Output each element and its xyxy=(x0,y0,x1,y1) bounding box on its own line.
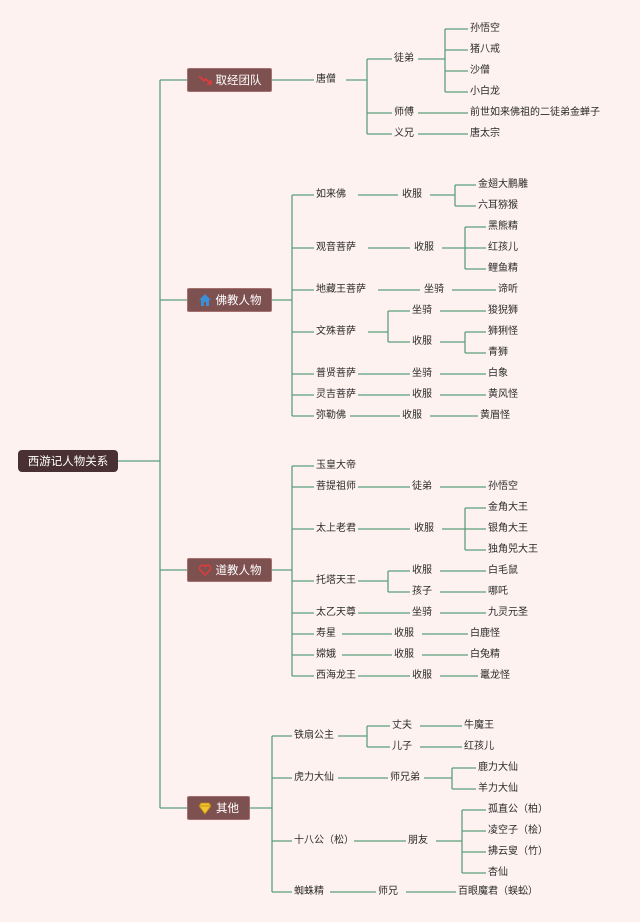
node-target[interactable]: 金翅大鹏雕 xyxy=(478,179,528,191)
relation-label: 义兄 xyxy=(394,128,414,140)
node-target[interactable]: 白兔精 xyxy=(470,649,500,661)
node-target[interactable]: 百眼魔君（蜈蚣） xyxy=(458,886,538,898)
node-target[interactable]: 红孩儿 xyxy=(464,741,494,753)
category-label: 取经团队 xyxy=(215,73,262,87)
node-brother[interactable]: 唐太宗 xyxy=(470,128,500,140)
node-target[interactable]: 牛魔王 xyxy=(464,720,494,732)
node-target[interactable]: 黄风怪 xyxy=(488,389,518,401)
node-wenshu[interactable]: 文殊菩萨 xyxy=(316,326,356,338)
relation-label: 收服 xyxy=(412,389,432,401)
node-change[interactable]: 嫦娥 xyxy=(316,649,336,661)
node-target[interactable]: 杏仙 xyxy=(488,867,508,879)
home-icon xyxy=(198,293,212,307)
node-target[interactable]: 独角兕大王 xyxy=(488,544,538,556)
node-disciple[interactable]: 孙悟空 xyxy=(470,23,500,35)
node-target[interactable]: 鲤鱼精 xyxy=(488,263,518,275)
relation-label: 孩子 xyxy=(412,586,432,598)
relation-label: 师傅 xyxy=(394,107,414,119)
node-target[interactable]: 鹿力大仙 xyxy=(478,762,518,774)
node-target[interactable]: 谛听 xyxy=(498,284,518,296)
node-yuhuang[interactable]: 玉皇大帝 xyxy=(316,460,356,472)
node-target[interactable]: 黄眉怪 xyxy=(480,410,510,422)
relation-label: 坐骑 xyxy=(424,284,444,296)
node-target[interactable]: 凌空子（桧） xyxy=(488,825,548,837)
node-huli[interactable]: 虎力大仙 xyxy=(294,772,334,784)
node-target[interactable]: 白毛鼠 xyxy=(488,565,518,577)
node-disciple[interactable]: 沙僧 xyxy=(470,65,490,77)
node-target[interactable]: 红孩儿 xyxy=(488,242,518,254)
trending-down-icon xyxy=(197,73,212,87)
root-node[interactable]: 西游记人物关系 xyxy=(18,450,118,472)
relation-label: 收服 xyxy=(402,189,422,201)
node-disciple[interactable]: 小白龙 xyxy=(470,86,500,98)
node-target[interactable]: 哪吒 xyxy=(488,586,508,598)
node-puti[interactable]: 菩提祖师 xyxy=(316,481,356,493)
category-label: 其他 xyxy=(216,801,239,815)
category-node-team[interactable]: 取经团队 xyxy=(187,68,272,92)
node-zhizhu[interactable]: 蜘蛛精 xyxy=(294,886,324,898)
category-node-buddhist[interactable]: 佛教人物 xyxy=(187,288,272,312)
relation-label: 收服 xyxy=(412,670,432,682)
relation-label: 儿子 xyxy=(392,741,412,753)
relation-label: 丈夫 xyxy=(392,720,412,732)
node-target[interactable]: 孤直公（柏） xyxy=(488,804,548,816)
node-tieshan[interactable]: 铁扇公主 xyxy=(294,730,334,742)
relation-label: 坐骑 xyxy=(412,368,432,380)
node-target[interactable]: 六耳猕猴 xyxy=(478,200,518,212)
node-lingji[interactable]: 灵吉菩萨 xyxy=(316,389,356,401)
relation-label: 坐骑 xyxy=(412,607,432,619)
node-target[interactable]: 银角大王 xyxy=(488,523,528,535)
node-target[interactable]: 鼍龙怪 xyxy=(480,670,510,682)
relation-label: 徒弟 xyxy=(412,481,432,493)
relation-label: 师兄 xyxy=(378,886,398,898)
category-node-taoist[interactable]: 道教人物 xyxy=(187,558,272,582)
category-label: 道教人物 xyxy=(215,563,262,577)
node-shiba[interactable]: 十八公（松） xyxy=(294,835,354,847)
relation-label: 坐骑 xyxy=(412,305,432,317)
relation-label: 收服 xyxy=(394,628,414,640)
node-target[interactable]: 青狮 xyxy=(488,347,508,359)
node-taiyi[interactable]: 太乙天尊 xyxy=(316,607,356,619)
node-guanyin[interactable]: 观音菩萨 xyxy=(316,242,356,254)
node-disciple[interactable]: 猪八戒 xyxy=(470,44,500,56)
node-target[interactable]: 孙悟空 xyxy=(488,481,518,493)
relation-label: 徒弟 xyxy=(394,53,414,65)
relation-label: 收服 xyxy=(394,649,414,661)
node-dizang[interactable]: 地藏王菩萨 xyxy=(316,284,366,296)
node-target[interactable]: 拂云叟（竹） xyxy=(488,846,548,858)
relation-label: 收服 xyxy=(412,565,432,577)
gem-icon xyxy=(198,801,212,815)
node-target[interactable]: 金角大王 xyxy=(488,502,528,514)
relation-label: 师兄弟 xyxy=(390,772,420,784)
node-mile[interactable]: 弥勒佛 xyxy=(316,410,346,422)
node-xihai[interactable]: 西海龙王 xyxy=(316,670,356,682)
category-node-others[interactable]: 其他 xyxy=(187,796,250,820)
node-puxian[interactable]: 普贤菩萨 xyxy=(316,368,356,380)
heart-icon xyxy=(198,563,212,577)
node-target[interactable]: 白象 xyxy=(488,368,508,380)
node-laojun[interactable]: 太上老君 xyxy=(316,523,356,535)
relation-label: 朋友 xyxy=(408,835,428,847)
node-target[interactable]: 羊力大仙 xyxy=(478,783,518,795)
category-label: 佛教人物 xyxy=(215,293,262,307)
node-master[interactable]: 前世如来佛祖的二徒弟金蝉子 xyxy=(470,107,600,119)
node-tuota[interactable]: 托塔天王 xyxy=(316,575,356,587)
node-target[interactable]: 黑熊精 xyxy=(488,221,518,233)
node-tangseng[interactable]: 唐僧 xyxy=(316,74,336,86)
node-target[interactable]: 白鹿怪 xyxy=(470,628,500,640)
relation-label: 收服 xyxy=(402,410,422,422)
node-target[interactable]: 九灵元圣 xyxy=(488,607,528,619)
relation-label: 收服 xyxy=(414,523,434,535)
node-target[interactable]: 狮猁怪 xyxy=(488,326,518,338)
node-rulai[interactable]: 如来佛 xyxy=(316,189,346,201)
node-shouxing[interactable]: 寿星 xyxy=(316,628,336,640)
node-target[interactable]: 狻猊狮 xyxy=(488,305,518,317)
relation-label: 收服 xyxy=(412,336,432,348)
relation-label: 收服 xyxy=(414,242,434,254)
